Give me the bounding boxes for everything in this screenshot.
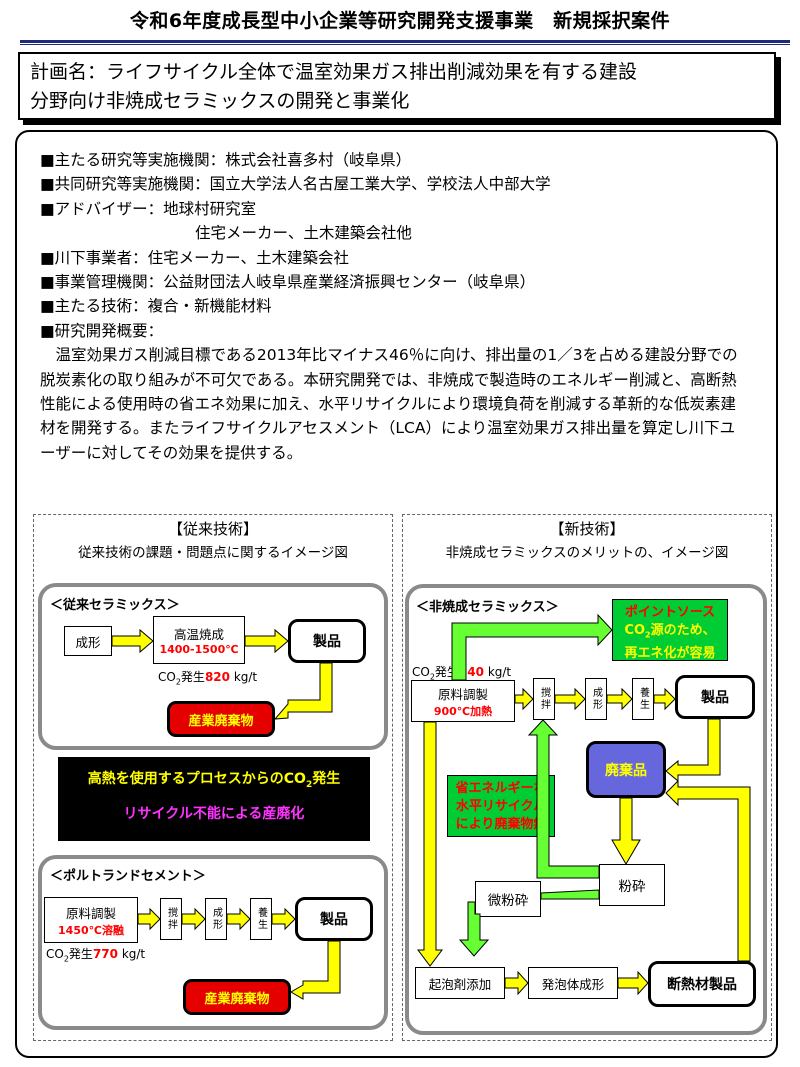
- waste-item-node: 廃棄品: [586, 741, 666, 798]
- header-divider-thin: [20, 44, 790, 45]
- new-cure-node: 養生: [632, 678, 654, 720]
- forming-node: 成形: [64, 626, 112, 656]
- insulation-product-node: 断熱材製品: [648, 961, 756, 1007]
- co2-subscript: 2: [175, 677, 181, 687]
- cement-stir-node: 撹拌: [160, 898, 182, 940]
- plan-name-line-1: 計画名：ライフサイクル全体で温室効果ガス排出削減効果を有する建設: [30, 61, 638, 83]
- recycle-box: 省エネルギーな 水平リサイクル により廃棄物無: [447, 775, 555, 837]
- co2-value: 820: [204, 670, 230, 684]
- new-prep-label: 原料調製: [437, 686, 488, 702]
- product-node: 製品: [288, 619, 366, 663]
- co2-subscript: 2: [429, 672, 435, 682]
- cement-prep-node: 原料調製 1450℃溶融: [44, 897, 138, 943]
- firing-label: 高温焼成: [173, 627, 224, 642]
- problem-line-1-a: 高熱を使用するプロセスからのCO: [87, 771, 306, 787]
- point-source-line-2-b: 源のため、: [650, 623, 716, 638]
- point-source-line-2: CO2源のため、: [613, 622, 727, 645]
- main-org: ■主たる研究等実施機関：株式会社喜多村（岐阜県）: [40, 151, 412, 169]
- page-title: 令和6年度成長型中小企業等研究開発支援事業 新規採択案件: [129, 10, 671, 32]
- plan-name-line-2: 分野向け非焼成セラミックスの開発と事業化: [30, 90, 410, 112]
- point-source-line-2-sub: 2: [645, 630, 651, 640]
- co2-emission-new: CO2発生540 kg/t: [412, 663, 511, 681]
- point-source-box: ポイントソース CO2源のため、 再エネ化が容易: [612, 599, 728, 661]
- co2-mid: 発生: [68, 947, 93, 961]
- conventional-ceramics-label: ＜従来セラミックス＞: [50, 598, 180, 613]
- co2-mid: 発生: [180, 670, 205, 684]
- high-temp-firing-node: 高温焼成 1400-1500℃: [153, 616, 245, 664]
- new-prep-node: 原料調製 900℃加熱: [411, 680, 515, 722]
- co2-value: 540: [458, 665, 484, 679]
- new-product-node: 製品: [675, 675, 755, 719]
- main-content-frame: [15, 130, 778, 1058]
- conventional-tech-panel: [33, 514, 393, 1041]
- co2-subscript: 2: [63, 954, 69, 964]
- co2-mid: 発生: [434, 665, 459, 679]
- cement-prep-label: 原料調製: [65, 905, 116, 921]
- advisor-extra: 住宅メーカー、土木建築会社他: [195, 224, 412, 243]
- cement-product-node: 製品: [295, 897, 373, 941]
- problem-line-1-sub: 2: [305, 779, 313, 790]
- fine-crush-node: 微粉砕: [475, 881, 541, 917]
- point-source-line-3: 再エネ化が容易: [624, 645, 716, 661]
- portland-cement-label: ＜ポルトランドセメント＞: [50, 869, 206, 884]
- new-tech-subtitle: 非焼成セラミックスのメリットの、イメージ図: [445, 545, 729, 561]
- recycle-line-3: により廃棄物無: [455, 817, 547, 832]
- point-source-line-1: ポイントソース: [624, 605, 716, 620]
- new-stir-node: 撹拌: [533, 678, 555, 720]
- co2-emission-ceramics: CO2発生820 kg/t: [158, 668, 257, 686]
- point-source-line-2-a: CO: [624, 623, 645, 638]
- recycle-line-2: 水平リサイクル: [455, 799, 547, 814]
- new-prep-temp: 900℃加熱: [433, 704, 493, 718]
- cement-prep-temp: 1450℃溶融: [58, 923, 124, 937]
- co2-unit: kg/t: [484, 665, 512, 679]
- industrial-waste-node: 産業廃棄物: [167, 701, 275, 737]
- new-tech-panel: [402, 514, 772, 1041]
- conventional-tech-title: 【従来技術】: [167, 520, 258, 538]
- co2-emission-cement: CO2発生770 kg/t: [46, 945, 145, 963]
- problem-summary-box: 高熱を使用するプロセスからのCO2発生 リサイクル不能による産廃化: [58, 757, 370, 841]
- problem-line-2: リサイクル不能による産廃化: [123, 805, 305, 822]
- new-tech-title: 【新技術】: [549, 520, 625, 538]
- crush-node: 粉砕: [599, 864, 665, 906]
- co2-prefix: CO: [46, 947, 64, 961]
- co2-unit: kg/t: [230, 670, 258, 684]
- header-divider: [20, 40, 790, 43]
- project-info: ■主たる研究等実施機関：株式会社喜多村（岐阜県） ■共同研究等実施機関：国立大学…: [40, 148, 775, 465]
- co2-prefix: CO: [412, 665, 430, 679]
- recycle-line-1: 省エネルギーな: [455, 781, 547, 796]
- main-technology: ■主たる技術：複合・新機能材料: [40, 297, 272, 316]
- problem-line-1: 高熱を使用するプロセスからのCO2発生: [58, 765, 370, 800]
- co2-unit: kg/t: [118, 947, 146, 961]
- advisor: ■アドバイザー：地球村研究室: [40, 199, 257, 218]
- cement-form-node: 成形: [205, 898, 227, 940]
- plan-name-box: 計画名：ライフサイクル全体で温室効果ガス排出削減効果を有する建設 分野向け非焼成…: [18, 52, 776, 120]
- co2-prefix: CO: [158, 670, 176, 684]
- overview-heading: ■研究開発概要：: [40, 321, 164, 340]
- firing-temperature: 1400-1500℃: [159, 643, 239, 656]
- new-form-node: 成形: [585, 678, 607, 720]
- cement-industrial-waste-node: 産業廃棄物: [183, 979, 291, 1015]
- co2-value: 770: [92, 947, 118, 961]
- foam-agent-add-node: 起泡剤添加: [415, 967, 505, 999]
- overview-text: 温室効果ガス削減目標である2013年比マイナス46％に向け、排出量の1／3を占め…: [40, 346, 738, 462]
- downstream-business: ■川下事業者：住宅メーカー、土木建築会社: [40, 248, 349, 267]
- problem-line-1-b: 発生: [312, 771, 341, 787]
- non-fired-ceramics-label: ＜非焼成セラミックス＞: [416, 600, 559, 615]
- conventional-tech-subtitle: 従来技術の課題・問題点に関するイメージ図: [78, 545, 348, 561]
- cement-cure-node: 養生: [250, 898, 272, 940]
- foam-forming-node: 発泡体成形: [528, 967, 618, 999]
- joint-org: ■共同研究等実施機関：国立大学法人名古屋工業大学、学校法人中部大学: [40, 175, 551, 194]
- management-org: ■事業管理機関：公益財団法人岐阜県産業経済振興センター（岐阜県）: [40, 273, 536, 292]
